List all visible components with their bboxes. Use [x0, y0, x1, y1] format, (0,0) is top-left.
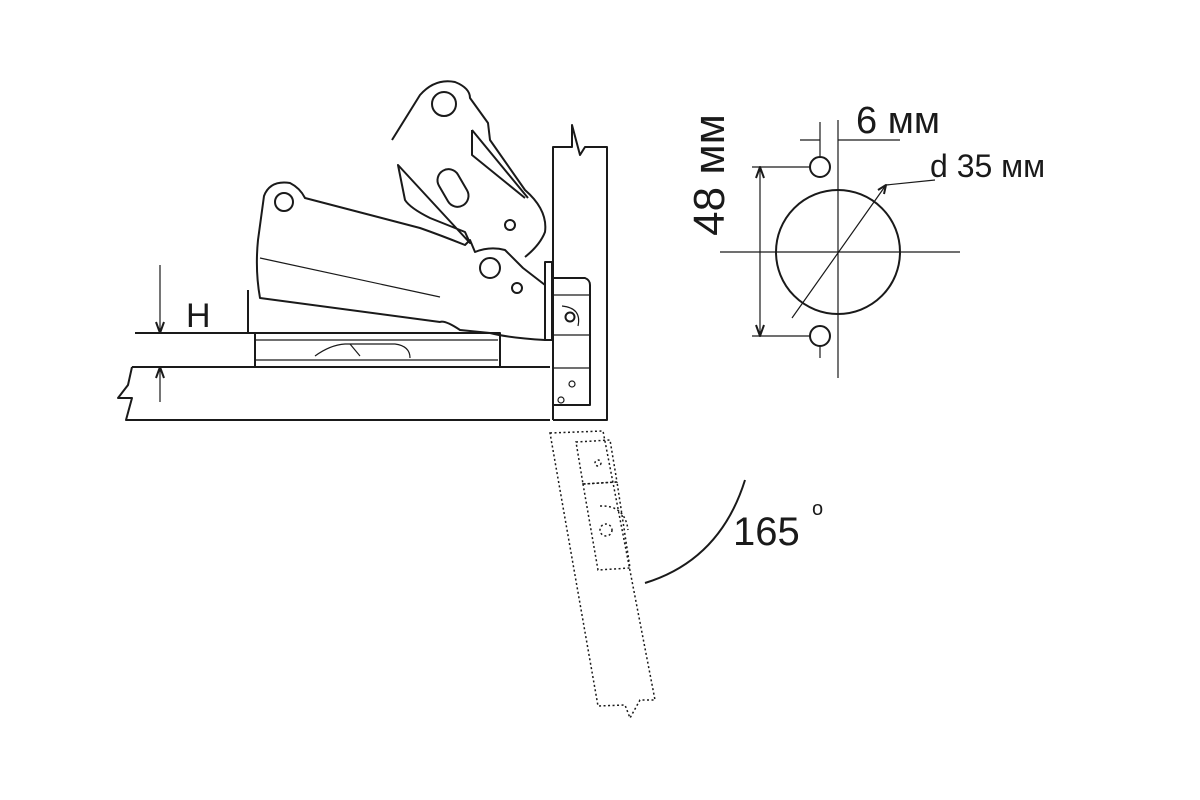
hinge-link — [391, 80, 547, 258]
open-door-outline — [549, 430, 656, 720]
drilling-scheme — [720, 120, 960, 378]
hinge-cup — [544, 261, 591, 406]
degree-symbol: o — [812, 498, 824, 520]
height-label: H — [186, 297, 211, 335]
hinge-arm — [255, 181, 546, 341]
spacing-label: 6 мм — [856, 100, 940, 142]
diameter-label: d 35 мм — [930, 148, 1046, 184]
angle-arc — [644, 479, 746, 584]
door-panel — [552, 124, 608, 421]
angle-label: 165 — [733, 510, 800, 554]
mounting-plate — [247, 290, 501, 368]
hole-distance-label: 48 мм — [685, 114, 734, 236]
height-dimension — [155, 265, 165, 402]
